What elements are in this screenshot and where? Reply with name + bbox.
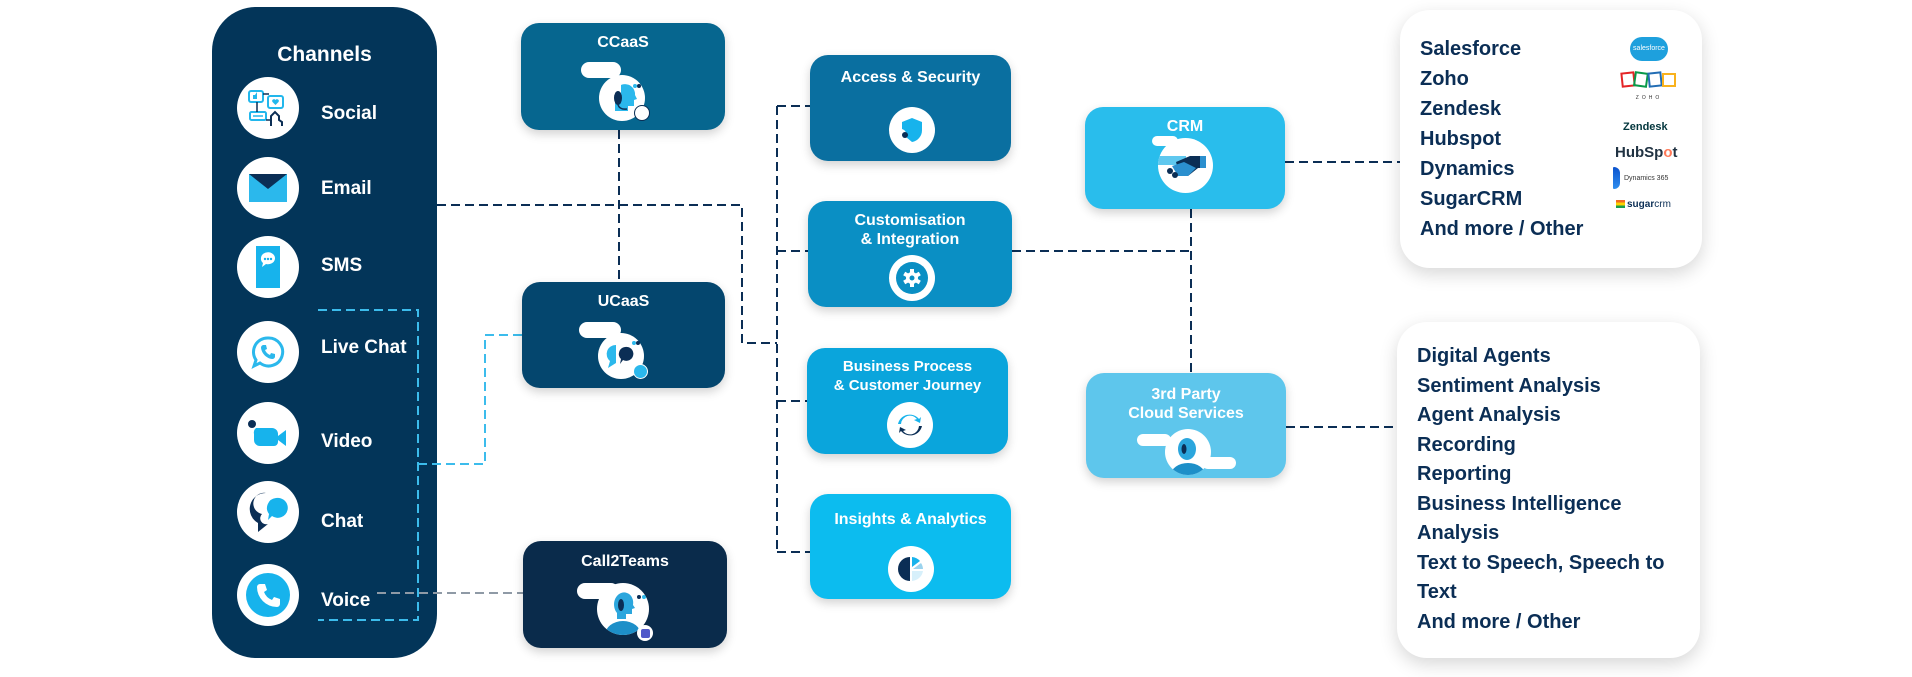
zendesk-z-icon: Z	[1623, 121, 1630, 133]
teams-badge-icon	[637, 625, 653, 641]
dynamics-logo: Dynamics 365	[1613, 167, 1668, 189]
handshake-icon	[1158, 138, 1213, 193]
cloud-icon	[581, 62, 621, 78]
capability-business-process[interactable]: Business Process & Customer Journey	[807, 348, 1008, 454]
access-security-title: Access & Security	[840, 69, 981, 86]
cloud-icon	[1202, 457, 1236, 469]
dynamics-icon	[1613, 167, 1620, 189]
sugarcrm-logo-text-end: crm	[1654, 199, 1671, 210]
crm-item: SugarCRM	[1420, 188, 1523, 210]
channel-label-social: Social	[321, 103, 377, 124]
service-item: Business Intelligence	[1417, 493, 1622, 515]
hubspot-logo-text: HubSp	[1615, 144, 1664, 161]
crm-item: Salesforce	[1420, 38, 1522, 60]
crm-title: CRM	[1166, 118, 1204, 135]
crm-node[interactable]: CRM	[1085, 107, 1285, 209]
call2teams-title: Call2Teams	[581, 553, 669, 570]
sugarcrm-cube-icon	[1616, 200, 1625, 209]
service-item: Analysis	[1417, 522, 1500, 544]
salesforce-logo: salesforce	[1630, 37, 1668, 61]
chat-bubbles-icon	[237, 481, 299, 543]
service-item: Reporting	[1417, 463, 1512, 485]
zendesk-logo: Zendesk	[1623, 121, 1668, 133]
channel-label-chat: Chat	[321, 511, 364, 532]
third-party-title-line-2: Cloud Services	[1128, 405, 1244, 422]
envelope-icon	[237, 157, 299, 219]
cloud-icon	[1137, 434, 1171, 446]
hubspot-sprocket-icon: o	[1663, 144, 1673, 161]
whatsapp-icon	[237, 321, 299, 383]
service-item: And more / Other	[1417, 611, 1581, 633]
sugarcrm-logo-text: sugar	[1627, 199, 1655, 210]
business-process-title-line-2: & Customer Journey	[833, 377, 982, 394]
capability-insights-analytics[interactable]: Insights & Analytics	[810, 494, 1011, 599]
capability-access-security[interactable]: Access & Security	[810, 55, 1011, 161]
service-item: Text	[1417, 581, 1457, 603]
mobile-message-icon	[237, 236, 299, 298]
ucaas-title: UCaaS	[597, 293, 650, 310]
service-item: Recording	[1417, 434, 1516, 456]
service-item: Digital Agents	[1417, 345, 1551, 367]
capability-customisation-integration[interactable]: Customisation & Integration	[808, 201, 1012, 307]
third-party-node[interactable]: 3rd Party Cloud Services	[1086, 373, 1286, 478]
customisation-title: Customisation & Integration	[808, 211, 1012, 249]
zoho-logo-text: ZOHO	[1635, 95, 1663, 101]
whatsapp-badge-icon	[634, 105, 650, 121]
shield-icon	[889, 107, 935, 153]
third-party-title-line-1: 3rd Party	[1151, 386, 1221, 403]
salesforce-logo-text: salesforce	[1633, 45, 1665, 52]
crm-item: Zoho	[1420, 68, 1469, 90]
crm-item: Hubspot	[1420, 128, 1502, 150]
channels-panel: Channels Social Email	[212, 7, 437, 658]
zoho-logo: ZOHO	[1620, 70, 1678, 101]
sugarcrm-logo: sugarcrm	[1616, 199, 1671, 210]
refresh-cycle-icon	[887, 402, 933, 448]
hubspot-logo-text-end: t	[1672, 144, 1678, 161]
service-item: Agent Analysis	[1417, 404, 1561, 426]
hubspot-logo: HubSpot	[1615, 144, 1678, 161]
crm-item: Dynamics	[1420, 158, 1515, 180]
crm-item: And more / Other	[1420, 218, 1584, 240]
crm-list-card: Salesforce Zoho Zendesk Hubspot Dynamics…	[1400, 10, 1702, 268]
third-party-title: 3rd Party Cloud Services	[1086, 385, 1286, 423]
customisation-title-line-1: Customisation	[854, 212, 966, 229]
customisation-title-line-2: & Integration	[860, 231, 960, 248]
channels-title: Channels	[277, 43, 372, 66]
business-process-title: Business Process & Customer Journey	[807, 357, 1008, 395]
pie-chart-icon	[888, 546, 934, 592]
phone-badge-icon	[633, 364, 648, 379]
channel-label-voice: Voice	[321, 590, 371, 611]
channel-label-sms: SMS	[321, 255, 363, 276]
service-item: Sentiment Analysis	[1417, 375, 1601, 397]
zendesk-logo-text: endesk	[1629, 121, 1668, 133]
crm-item: Zendesk	[1420, 98, 1502, 120]
agent-teams-icon	[597, 583, 649, 635]
dynamics-logo-text: Dynamics 365	[1624, 174, 1669, 182]
ccaas-title: CCaaS	[597, 34, 649, 51]
channel-label-video: Video	[321, 431, 373, 452]
social-media-icon	[237, 77, 299, 139]
insights-analytics-title: Insights & Analytics	[834, 511, 987, 528]
cloud-icon	[1152, 136, 1178, 146]
service-item: Text to Speech, Speech to	[1417, 552, 1665, 574]
channel-label-email: Email	[321, 178, 372, 199]
gear-icon	[889, 255, 935, 301]
video-camera-icon	[237, 402, 299, 464]
business-process-title-line-1: Business Process	[842, 358, 973, 375]
call2teams-node[interactable]: Call2Teams	[523, 541, 727, 648]
channel-label-live-chat: Live Chat	[321, 337, 407, 358]
ucaas-node[interactable]: UCaaS	[522, 282, 725, 388]
services-list-card: Digital Agents Sentiment Analysis Agent …	[1397, 322, 1700, 658]
phone-icon	[237, 564, 299, 626]
ccaas-node[interactable]: CCaaS	[521, 23, 725, 130]
